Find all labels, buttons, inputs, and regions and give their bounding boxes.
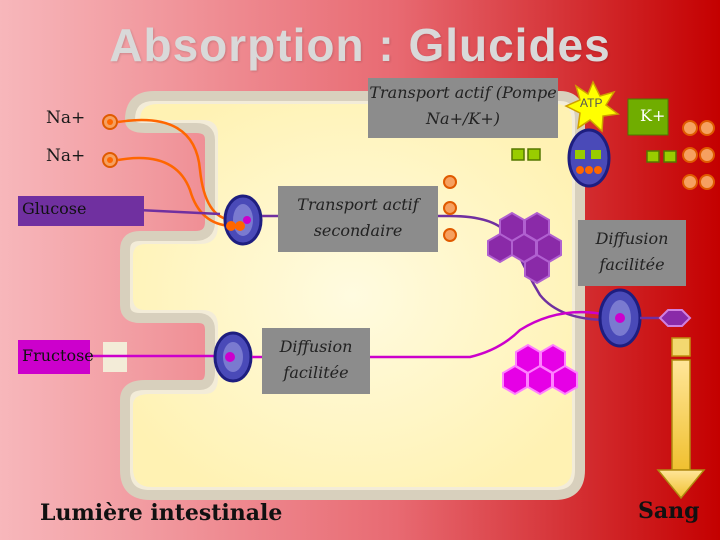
sodium-label-1: Na+ (46, 108, 86, 128)
glucose-label-box (18, 196, 128, 226)
glucose-label: Glucose (22, 199, 87, 218)
glucose-molecules-cell (487, 211, 562, 285)
blood-flow-arrow (656, 337, 706, 500)
glut2-transporter (598, 288, 642, 348)
sodium-ion-lumen-1 (102, 114, 118, 130)
atp-burst (564, 80, 620, 133)
pump-label-box (368, 78, 558, 138)
facilitated-right-line2: facilitée (599, 255, 665, 274)
page-title: Absorption : Glucides (109, 19, 611, 71)
pump-label: Transport actif (Pompe Na+/K+) (368, 80, 558, 132)
potassium-ions-cell (511, 148, 541, 161)
monosaccharide-blood (658, 309, 692, 327)
sodium-ion-lumen-2 (102, 152, 118, 168)
secondary-label-line2: secondaire (313, 221, 403, 240)
secondary-label-line1: Transport actif (297, 195, 419, 214)
blood-label: Sang (638, 498, 700, 524)
glut5-transporter (213, 331, 253, 383)
facilitated-right-label-box (578, 220, 686, 286)
facilitated-right-line1: Diffusion (595, 229, 669, 248)
facilitated-left-line1: Diffusion (279, 337, 353, 356)
sodium-path-2 (117, 156, 233, 228)
fructose-label: Fructose (22, 346, 94, 365)
potassium-ions-blood (646, 150, 677, 163)
pump-label-line2: Na+/K+) (426, 109, 500, 128)
glucose-path-lumen (137, 208, 221, 216)
fructose-molecules-cell (502, 343, 578, 396)
fructose-path-cell (252, 310, 609, 359)
facilitated-left-label: Diffusion facilitée (262, 334, 370, 386)
sodium-label-2: Na+ (46, 146, 86, 166)
facilitated-left-label-box (262, 328, 370, 394)
lumen-label: Lumière intestinale (40, 500, 283, 526)
sodium-ions-blood (682, 120, 715, 190)
pump-label-line1: Transport actif (Pompe (369, 83, 557, 102)
sodium-ions-cell (443, 175, 457, 242)
glucose-stem (128, 196, 144, 226)
atp-label: ATP (580, 96, 603, 110)
na-k-pump (567, 128, 611, 188)
facilitated-left-line2: facilitée (283, 363, 349, 382)
fructose-label-box (18, 340, 90, 374)
sglt-transporter (223, 194, 263, 246)
facilitated-right-label: Diffusion facilitée (578, 226, 686, 278)
secondary-label-box (278, 186, 438, 252)
secondary-label: Transport actif secondaire (278, 192, 438, 244)
potassium-label: K+ (640, 106, 666, 125)
potassium-label-box (627, 98, 669, 136)
